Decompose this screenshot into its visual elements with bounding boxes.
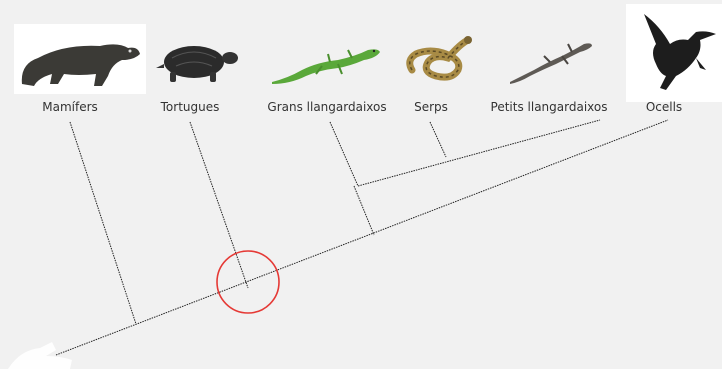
snake-icon (406, 36, 472, 81)
label-serps: Serps (414, 100, 448, 114)
otter-icon (14, 24, 146, 94)
branch-serps (429, 121, 447, 158)
branch-tortugues (189, 121, 249, 289)
branch-mamifers (69, 121, 137, 325)
label-petits-llangardaixos: Petits llangardaixos (490, 100, 608, 114)
label-tortugues: Tortugues (160, 100, 220, 114)
main-trunk (55, 119, 669, 356)
corner-decoration (8, 342, 72, 369)
green-lizard-icon (272, 49, 380, 84)
bird-icon (626, 4, 722, 102)
branch-grans (329, 121, 359, 187)
tree-lines (55, 119, 669, 356)
small-lizard-icon (510, 43, 592, 84)
highlight-circle (216, 250, 280, 314)
label-mamifers: Mamífers (42, 100, 98, 114)
turtle-icon (156, 46, 238, 82)
label-ocells: Ocells (645, 100, 683, 114)
branch-squamate-clade (357, 119, 601, 187)
branch-diapsid-clade (353, 185, 375, 236)
label-grans-llangardaixos: Grans llangardaixos (267, 100, 387, 114)
